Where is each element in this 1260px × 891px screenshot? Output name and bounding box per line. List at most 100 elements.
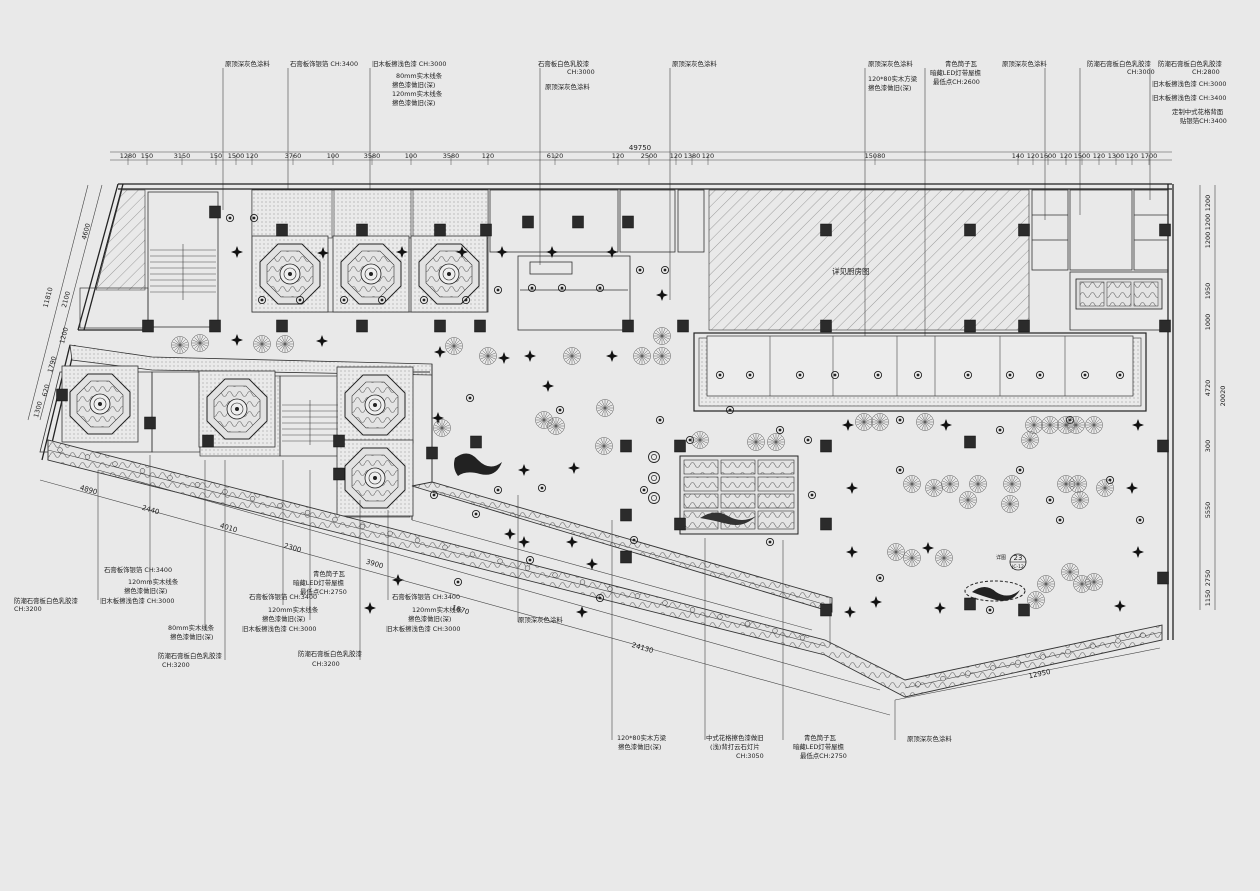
dimension-right-value: 2750 (1204, 570, 1212, 587)
star-light (542, 380, 554, 392)
dimension-line-left (27, 184, 103, 421)
downlight (1015, 465, 1025, 475)
callouts-bottom: 石膏板饰银箔 CH:3400 120mm实木线条 擦色漆做旧(深) 旧木板擦浅色… (14, 565, 952, 760)
column (470, 435, 482, 449)
pendant-lamp (563, 347, 581, 365)
eave-light (524, 565, 531, 571)
pendant-lamp (903, 549, 921, 567)
callout-bottom-10: 120*80实木方梁 擦色漆做旧(深) (617, 733, 668, 751)
downlight (807, 490, 817, 500)
column (522, 215, 534, 229)
pendant-lamp (767, 433, 785, 451)
star-light (1132, 419, 1144, 431)
star-light (870, 596, 882, 608)
downlight (985, 605, 995, 615)
star-light (231, 246, 243, 258)
ring-light (648, 472, 660, 484)
column (142, 319, 154, 333)
pendant-lamp (171, 336, 189, 354)
star-light (940, 419, 952, 431)
room-small-left (79, 287, 149, 329)
stair-hatched-area (95, 189, 146, 291)
pendant-lamp (1073, 575, 1091, 593)
carved-panel-right (1075, 278, 1163, 310)
column (144, 416, 156, 430)
column (333, 434, 345, 448)
downlight (471, 509, 481, 519)
column (480, 223, 492, 237)
eave-light (1140, 632, 1146, 639)
downlight (765, 537, 775, 547)
eave-light (359, 523, 366, 530)
dimension-right-value: 5550 (1204, 502, 1212, 519)
star-light (1114, 600, 1126, 612)
dimension-right-value: 1150 (1204, 590, 1212, 607)
booth-strip-right (693, 332, 1147, 412)
rooms-top-right (1031, 189, 1169, 331)
eave-light (332, 516, 338, 523)
eave-light (167, 475, 173, 481)
eave-light (662, 600, 668, 606)
ornament-cloud-left (454, 453, 502, 476)
column (276, 223, 288, 237)
downlight (493, 485, 503, 495)
stair-top-left (147, 191, 219, 328)
eave-light (84, 454, 91, 460)
column (1018, 223, 1030, 237)
callout-top-4: 石膏板白色乳胶漆 CH:3000 原顶深灰色涂料 (538, 59, 597, 91)
detail-tag-sheet: JC-12 (1011, 564, 1024, 570)
pendant-lamp (433, 419, 451, 437)
booth-row-top (251, 189, 489, 313)
callout-bottom-4: 防潮石膏板白色乳胶漆 CH:3200 (158, 651, 224, 669)
pendant-lamp (1096, 479, 1114, 497)
callout-bottom-2: 防潮石膏板白色乳胶漆 CH:3200 (14, 596, 80, 613)
pendant-lamp (916, 413, 934, 431)
downlight (465, 393, 475, 403)
callout-top-7: 青色筒子瓦 暗藏LED灯带屋檐 最低点CH:2600 (930, 59, 983, 86)
pendant-lamp (691, 431, 709, 449)
eave-light (915, 681, 921, 687)
pendant-lamp (855, 413, 873, 431)
callout-bottom-11: 中式花格擦色漆做旧 (浅)背打云石灯片 CH:3050 (706, 733, 766, 760)
star-light (1132, 546, 1144, 558)
eave-light (112, 461, 118, 467)
eave-light (1015, 659, 1021, 666)
column (622, 319, 634, 333)
dimension-bottom-value: 2300 (283, 542, 302, 555)
dimension-right-value: 1200 (1204, 232, 1212, 249)
detail-reference-tag: 23 JC-12 详图 (996, 553, 1027, 571)
downlight (775, 425, 785, 435)
eave-light (772, 628, 778, 634)
pendant-lamp (1067, 416, 1085, 434)
dimension-bottom-value: 3900 (365, 558, 384, 571)
column (209, 319, 221, 333)
dimension-right-value: 300 (1204, 440, 1212, 452)
pendant-lamp (871, 413, 889, 431)
eave-light (387, 530, 393, 537)
pendant-lamp (969, 475, 987, 493)
eave-light (940, 675, 946, 682)
eave-light (57, 447, 63, 453)
downlight (537, 483, 547, 493)
downlight (895, 415, 905, 425)
pendant-lamp (1069, 475, 1087, 493)
dimension-bottom-value: 2440 (141, 504, 160, 517)
pendant-lamp (479, 347, 497, 365)
column (434, 319, 446, 333)
downlight (1135, 515, 1145, 525)
column (202, 434, 214, 448)
pendant-lamp (1025, 416, 1043, 434)
callout-top-5: 原顶深灰色涂料 (672, 59, 717, 68)
downlight (555, 405, 565, 415)
callout-top-9: 防潮石膏板白色乳胶漆 CH:3000 (1087, 59, 1155, 76)
eave-light (744, 621, 751, 627)
column (964, 435, 976, 449)
column (572, 215, 584, 229)
eave-light (717, 614, 723, 620)
dimension-left-value: 11810 (42, 286, 55, 308)
star-light (656, 289, 668, 301)
pendant-lamp (887, 543, 905, 561)
callout-bottom-9: 原顶深灰色涂料 (518, 615, 563, 624)
eave-light (1090, 643, 1096, 649)
